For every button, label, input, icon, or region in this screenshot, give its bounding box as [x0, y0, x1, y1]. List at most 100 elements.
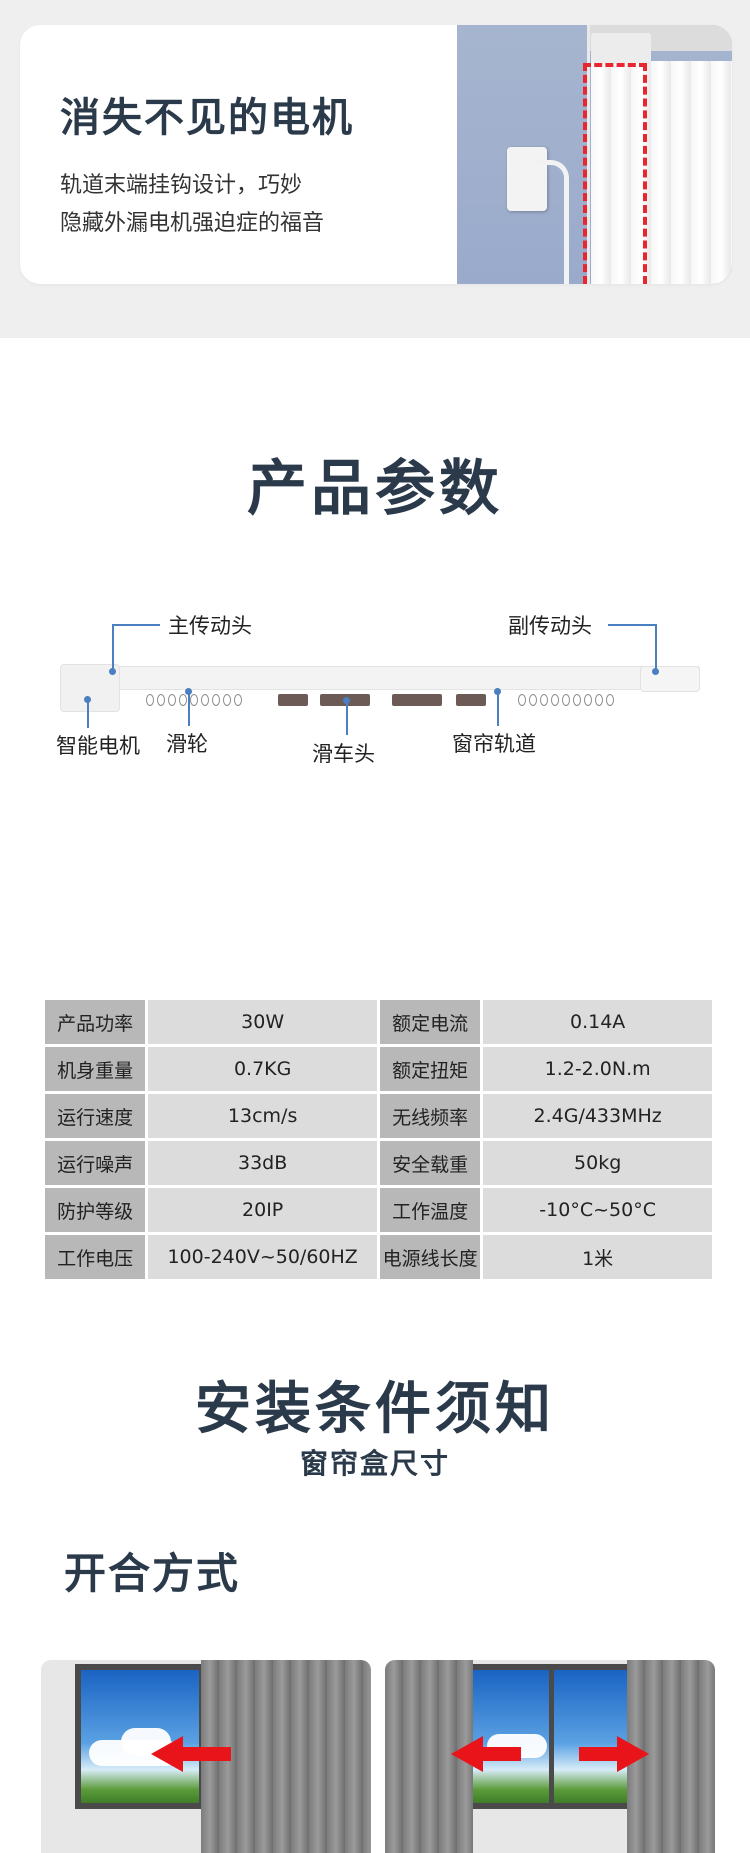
- label-main-drive: 主传动头: [168, 614, 252, 638]
- window-divider: [549, 1670, 554, 1803]
- spec-key: 无线频率: [379, 1094, 481, 1138]
- callout-line: [497, 692, 499, 726]
- spec-key: 安全载重: [379, 1141, 481, 1185]
- spec-value: 30W: [148, 1000, 377, 1044]
- single-open-photo: [41, 1660, 371, 1853]
- spec-value: 1米: [483, 1235, 712, 1279]
- pulley-icon: [146, 694, 154, 706]
- rail-body: [60, 666, 700, 690]
- motor-card-text: 消失不见的电机 轨道末端挂钩设计，巧妙 隐藏外漏电机强迫症的福音: [60, 85, 354, 243]
- pulley-icon: [584, 694, 592, 706]
- pulley-icon: [540, 694, 548, 706]
- callout-dot: [185, 688, 192, 695]
- label-track: 窗帘轨道: [452, 732, 536, 756]
- spec-key: 机身重量: [45, 1047, 146, 1091]
- motor-card-desc-line1: 轨道末端挂钩设计，巧妙: [60, 173, 303, 198]
- spec-value: 2.4G/433MHz: [483, 1094, 712, 1138]
- callout-line: [87, 700, 89, 728]
- rail-end-cap: [640, 666, 700, 692]
- spec-key: 运行速度: [45, 1094, 146, 1138]
- slider-block: [456, 694, 486, 706]
- window: [463, 1664, 635, 1809]
- spec-value: 100-240V~50/60HZ: [148, 1235, 377, 1279]
- callout-line: [655, 624, 657, 670]
- pulley-icon: [562, 694, 570, 706]
- power-cable: [535, 160, 569, 284]
- spec-key: 工作温度: [379, 1188, 481, 1232]
- motor-card-desc: 轨道末端挂钩设计，巧妙 隐藏外漏电机强迫症的福音: [60, 167, 354, 243]
- callout-dot: [652, 668, 659, 675]
- spec-key: 额定电流: [379, 1000, 481, 1044]
- arrow-right-head: [617, 1736, 649, 1772]
- wall-socket-icon: [507, 147, 547, 211]
- spec-value: -10°C~50°C: [483, 1188, 712, 1232]
- window: [75, 1664, 205, 1809]
- label-sub-drive: 副传动头: [508, 614, 592, 638]
- double-open-photo: [385, 1660, 715, 1853]
- motor-photo: [457, 25, 732, 284]
- pulley-icon: [551, 694, 559, 706]
- callout-dot: [343, 697, 350, 704]
- arrow-right-icon: [579, 1747, 619, 1761]
- pulley-icon: [518, 694, 526, 706]
- slider-block: [278, 694, 308, 706]
- motor-section: 消失不见的电机 轨道末端挂钩设计，巧妙 隐藏外漏电机强迫症的福音: [0, 0, 750, 338]
- spec-value: 20IP: [148, 1188, 377, 1232]
- pulley-icon: [573, 694, 581, 706]
- install-title: 安装条件须知: [195, 1377, 555, 1442]
- spec-key: 产品功率: [45, 1000, 146, 1044]
- motor-card-title: 消失不见的电机: [60, 95, 354, 141]
- pulley-icon: [168, 694, 176, 706]
- pulley-icon: [223, 694, 231, 706]
- spec-key: 电源线长度: [379, 1235, 481, 1279]
- arrow-left-head: [451, 1736, 483, 1772]
- label-motor: 智能电机: [56, 734, 140, 758]
- pulley-icon: [190, 694, 198, 706]
- spec-value: 13cm/s: [148, 1094, 377, 1138]
- white-curtain: [591, 61, 732, 284]
- spec-value: 50kg: [483, 1141, 712, 1185]
- pulley-icon: [179, 694, 187, 706]
- callout-dot: [494, 688, 501, 695]
- spec-value: 1.2-2.0N.m: [483, 1047, 712, 1091]
- callout-dot: [109, 668, 116, 675]
- slider-block: [392, 694, 442, 706]
- arrow-left-icon: [181, 1747, 231, 1761]
- pulley-icon: [606, 694, 614, 706]
- pulley-group-right: [518, 694, 614, 708]
- callout-line: [188, 692, 190, 726]
- rail-diagram: 主传动头 副传动头 智能电机 滑轮 滑车头 窗帘轨道: [0, 600, 750, 800]
- callout-line: [346, 701, 348, 735]
- spec-value: 0.7KG: [148, 1047, 377, 1091]
- pulley-icon: [595, 694, 603, 706]
- arrow-left-icon: [481, 1747, 521, 1761]
- spec-value: 0.14A: [483, 1000, 712, 1044]
- pulley-icon: [212, 694, 220, 706]
- pulley-group-left: [146, 694, 242, 708]
- pulley-icon: [529, 694, 537, 706]
- motor-card-desc-line2: 隐藏外漏电机强迫症的福音: [60, 211, 325, 236]
- spec-key: 运行噪声: [45, 1141, 146, 1185]
- callout-line: [112, 624, 160, 626]
- spec-value: 33dB: [148, 1141, 377, 1185]
- hidden-motor: [591, 33, 651, 63]
- callout-line: [608, 624, 656, 626]
- label-pulley: 滑轮: [166, 732, 208, 756]
- pulley-icon: [201, 694, 209, 706]
- highlight-dashed-box: [583, 63, 647, 284]
- label-slider: 滑车头: [312, 742, 375, 766]
- arrow-left-head: [151, 1736, 183, 1772]
- params-title: 产品参数: [247, 454, 503, 524]
- motor-card: 消失不见的电机 轨道末端挂钩设计，巧妙 隐藏外漏电机强迫症的福音: [20, 25, 732, 284]
- install-subtitle: 窗帘盒尺寸: [299, 1447, 450, 1480]
- spec-key: 防护等级: [45, 1188, 146, 1232]
- wall-edge: [587, 25, 590, 284]
